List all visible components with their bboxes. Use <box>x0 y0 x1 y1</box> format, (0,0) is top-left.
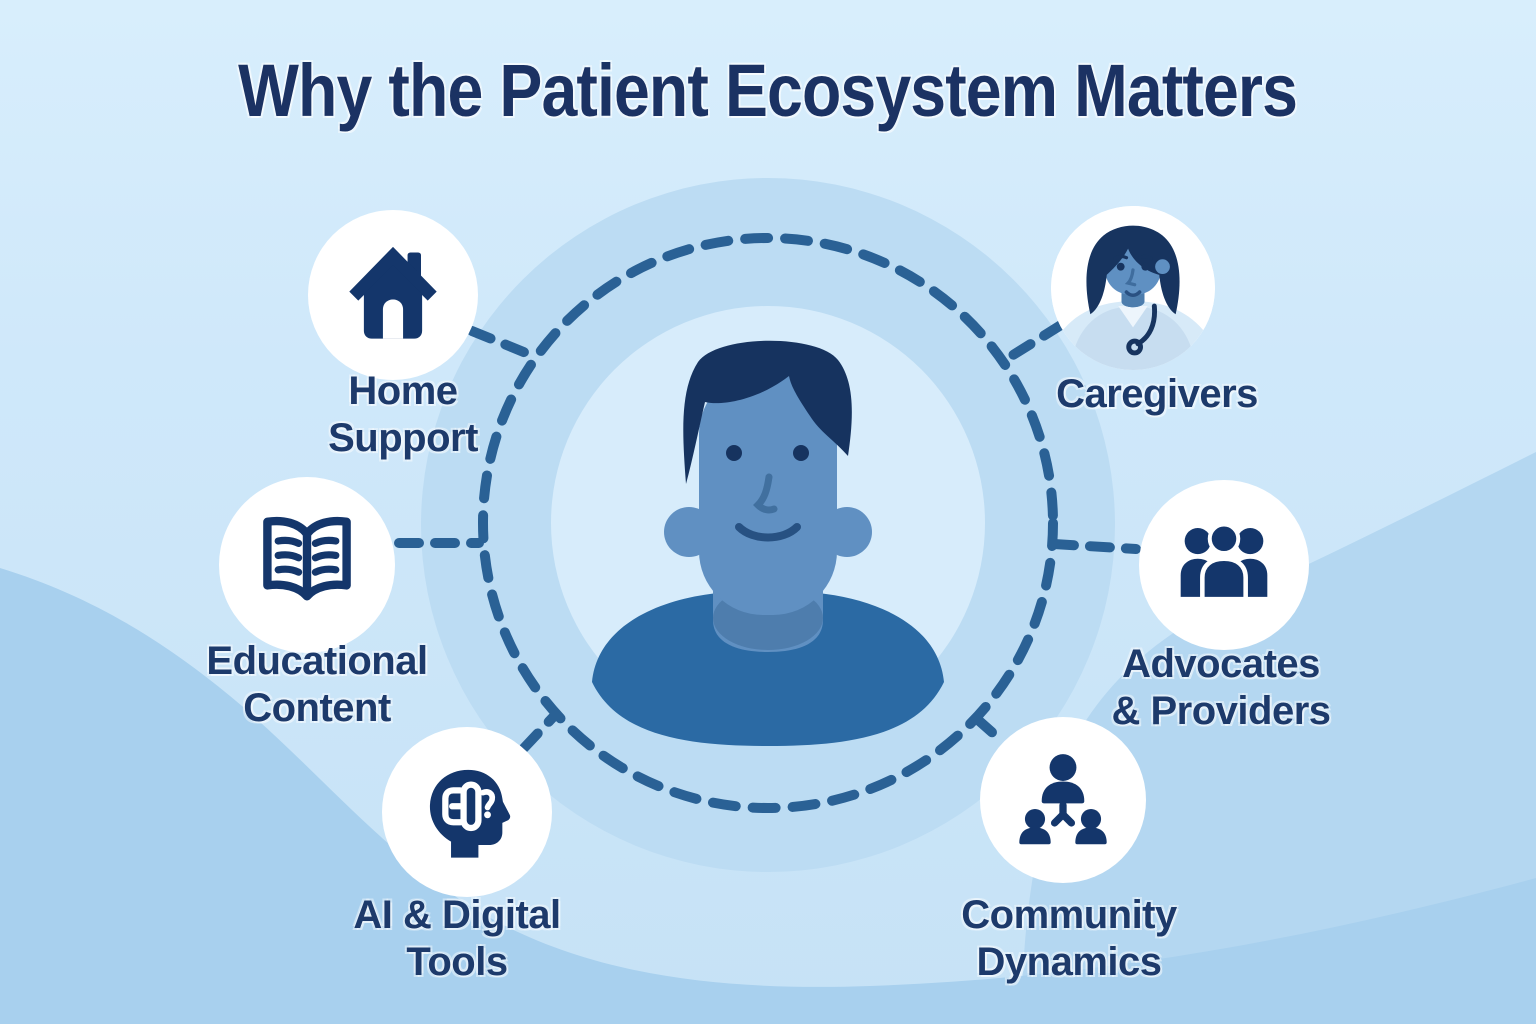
connector-caregivers <box>1000 320 1066 365</box>
patient-illustration <box>592 340 944 746</box>
dashed-orbit-circle <box>478 233 1058 813</box>
bubble-ai-digital-tools <box>382 727 552 897</box>
bubble-home-support <box>308 210 478 380</box>
label-ai-digital-tools: AI & Digital Tools <box>353 893 561 984</box>
people-group-icon <box>1180 522 1268 602</box>
connector-home-support <box>467 326 541 362</box>
label-caregivers: Caregivers <box>1056 372 1258 416</box>
community-network-icon <box>1019 754 1107 845</box>
ai-head-icon <box>429 769 511 858</box>
house-icon <box>349 246 437 339</box>
wave-left-bottom <box>0 568 1536 1024</box>
label-community-dynamics: Community Dynamics <box>961 893 1177 984</box>
connector-lines <box>394 320 1141 753</box>
bubble-educational-content <box>219 477 395 653</box>
label-home-support: Home Support <box>328 369 478 460</box>
connector-ai-digital-tools <box>519 709 561 753</box>
bubble-advocates-providers <box>1139 480 1309 650</box>
open-book-icon <box>263 516 351 601</box>
page-title: Why the Patient Ecosystem Matters <box>238 49 1299 132</box>
bubble-caregivers <box>1051 206 1215 370</box>
connector-advocates-providers <box>1049 539 1141 554</box>
bubble-community-dynamics <box>980 717 1146 883</box>
label-advocates-providers: Advocates & Providers <box>1111 642 1331 733</box>
wave-right <box>1022 452 1536 1024</box>
label-educational-content: Educational Content <box>206 639 428 730</box>
connector-community-dynamics <box>972 714 1008 747</box>
caregiver-portrait-icon <box>1051 206 1215 370</box>
